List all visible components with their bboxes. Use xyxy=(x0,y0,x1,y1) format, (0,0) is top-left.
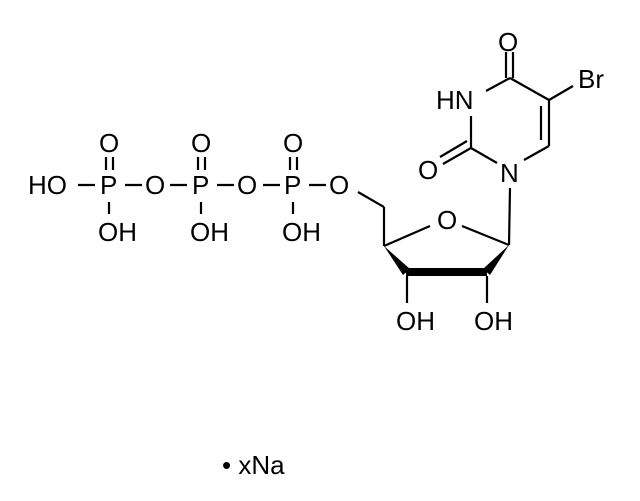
atom-oxygen-c2: O xyxy=(418,155,438,185)
atom-hydroxyl-p2: OH xyxy=(190,217,229,247)
atom-n3-hn: HN xyxy=(436,85,474,115)
uracil-bonds xyxy=(439,52,574,165)
atom-oxygen-c4: O xyxy=(498,27,518,57)
triphosphate-bonds xyxy=(78,157,326,214)
salt-label: • xNa xyxy=(222,450,285,480)
atom-oxygen-double-1: O xyxy=(99,128,119,158)
atom-oxygen-double-2: O xyxy=(191,128,211,158)
atom-oxygen-bridge-1: O xyxy=(145,170,165,200)
atom-hydroxyl-p1: OH xyxy=(98,217,137,247)
atom-oxygen-5prime: O xyxy=(329,170,349,200)
atom-ho-terminal: HO xyxy=(28,170,67,200)
atom-phosphorus-1: P xyxy=(100,170,117,200)
atom-hydroxyl-2prime: OH xyxy=(474,306,513,336)
atom-bromine: Br xyxy=(578,64,604,94)
atom-hydroxyl-p3: OH xyxy=(282,217,321,247)
atom-ring-oxygen: O xyxy=(437,205,457,235)
atom-phosphorus-3: P xyxy=(284,170,301,200)
ribose-bonds xyxy=(357,187,512,303)
atom-oxygen-bridge-2: O xyxy=(237,170,257,200)
atom-oxygen-double-3: O xyxy=(283,128,303,158)
atom-n1: N xyxy=(500,158,519,188)
atom-hydroxyl-3prime: OH xyxy=(396,306,435,336)
atom-phosphorus-2: P xyxy=(192,170,209,200)
